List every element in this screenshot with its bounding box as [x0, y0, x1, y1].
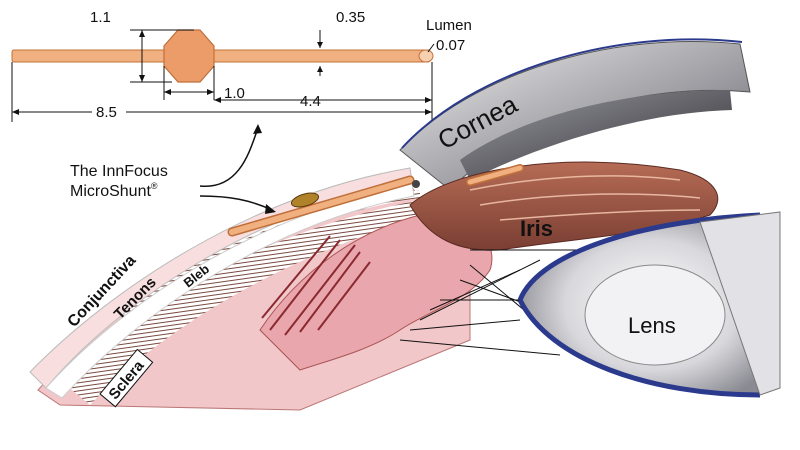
- dimension-labels: 1.1 0.35 Lumen 0.07 1.0 8.5 4.4: [90, 9, 472, 121]
- registered-mark: ®: [151, 181, 158, 191]
- caption-arrow-up: [199, 127, 259, 187]
- lens-label: Lens: [628, 313, 676, 338]
- sclera-hatch: [60, 200, 430, 405]
- eye-anatomy: [29, 38, 781, 411]
- caption-line-2-text: MicroShunt: [70, 183, 151, 200]
- ciliary-body: [259, 213, 493, 371]
- implanted-shunt: [229, 177, 413, 235]
- dim-8-5: 8.5: [96, 104, 117, 121]
- shunt-tube: [11, 49, 431, 63]
- dim-1-1: 1.1: [90, 9, 111, 26]
- conjunctiva-band: [29, 167, 413, 389]
- caption-line-2: MicroShunt®: [70, 181, 158, 200]
- cornea-inner: [460, 90, 732, 180]
- dim-0-35: 0.35: [336, 9, 365, 26]
- dim-1-0: 1.0: [224, 85, 245, 102]
- shunt-lumen-end: [418, 49, 434, 63]
- caption-line-1: The InnFocus: [70, 163, 168, 180]
- microshunt-caption: The InnFocus MicroShunt®: [70, 124, 276, 214]
- shunt-fin: [163, 29, 215, 83]
- iris-label: Iris: [520, 216, 553, 241]
- shunt-drawing: [11, 29, 435, 122]
- lumen-label: Lumen: [426, 17, 472, 34]
- dim-0-07: 0.07: [436, 37, 465, 54]
- dim-4-4: 4.4: [300, 93, 321, 110]
- caption-arrow-shunt: [199, 195, 273, 211]
- anatomy-labels: Cornea Iris Lens Conjunctiva Tenons Bleb…: [64, 89, 676, 408]
